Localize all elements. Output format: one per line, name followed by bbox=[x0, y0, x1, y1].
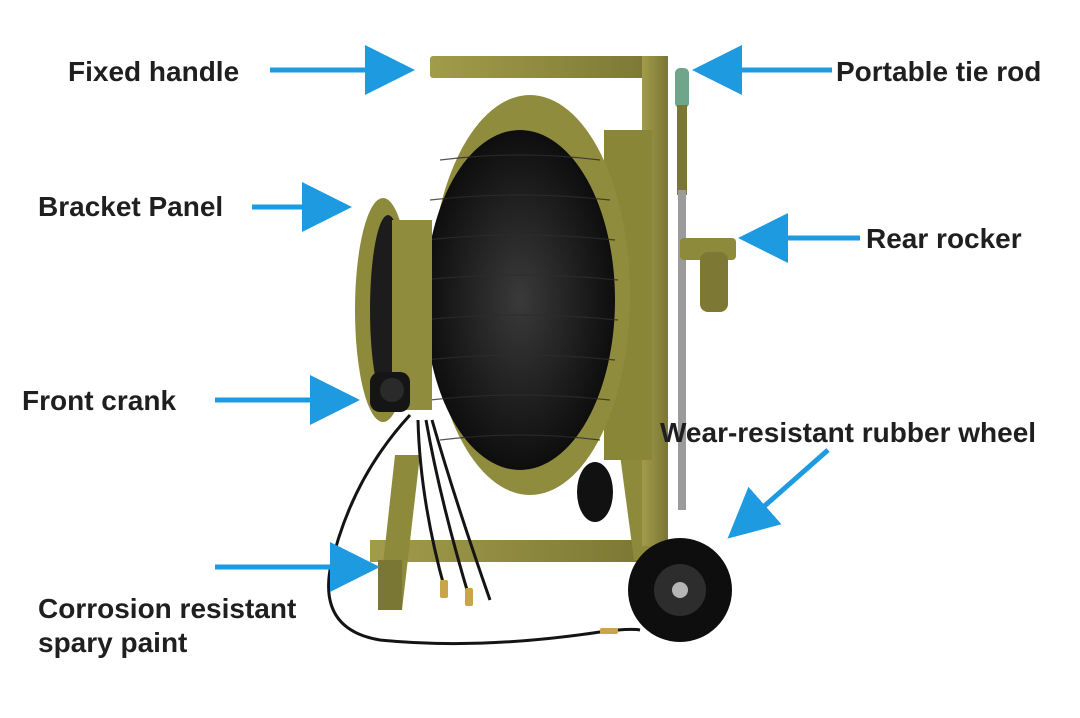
label-corrosion-line2: spary paint bbox=[38, 626, 188, 658]
arrow-icon bbox=[727, 448, 830, 539]
front-bracket-panel bbox=[355, 198, 432, 422]
rear-rocker bbox=[680, 238, 736, 312]
label-rear-rocker: Rear rocker bbox=[866, 223, 1022, 254]
cable-drum bbox=[425, 130, 615, 470]
label-corrosion-paint: Corrosion resistant spary paint bbox=[38, 592, 358, 659]
label-front-crank: Front crank bbox=[22, 385, 177, 416]
label-bracket-panel: Bracket Panel bbox=[38, 191, 224, 222]
label-rubber-wheel: Wear-resistant rubber wheel bbox=[660, 417, 1037, 448]
cable-connectors bbox=[440, 580, 618, 634]
front-crank bbox=[370, 372, 410, 412]
label-portable-tie-rod: Portable tie rod bbox=[836, 56, 1042, 87]
rubber-wheel bbox=[577, 462, 732, 642]
label-fixed-handle: Fixed handle bbox=[68, 56, 240, 87]
annotation-arrows bbox=[215, 45, 860, 592]
cable-wraps bbox=[421, 154, 619, 441]
label-corrosion-line1: Corrosion resistant bbox=[38, 593, 297, 624]
portable-tie-rod bbox=[675, 68, 689, 510]
